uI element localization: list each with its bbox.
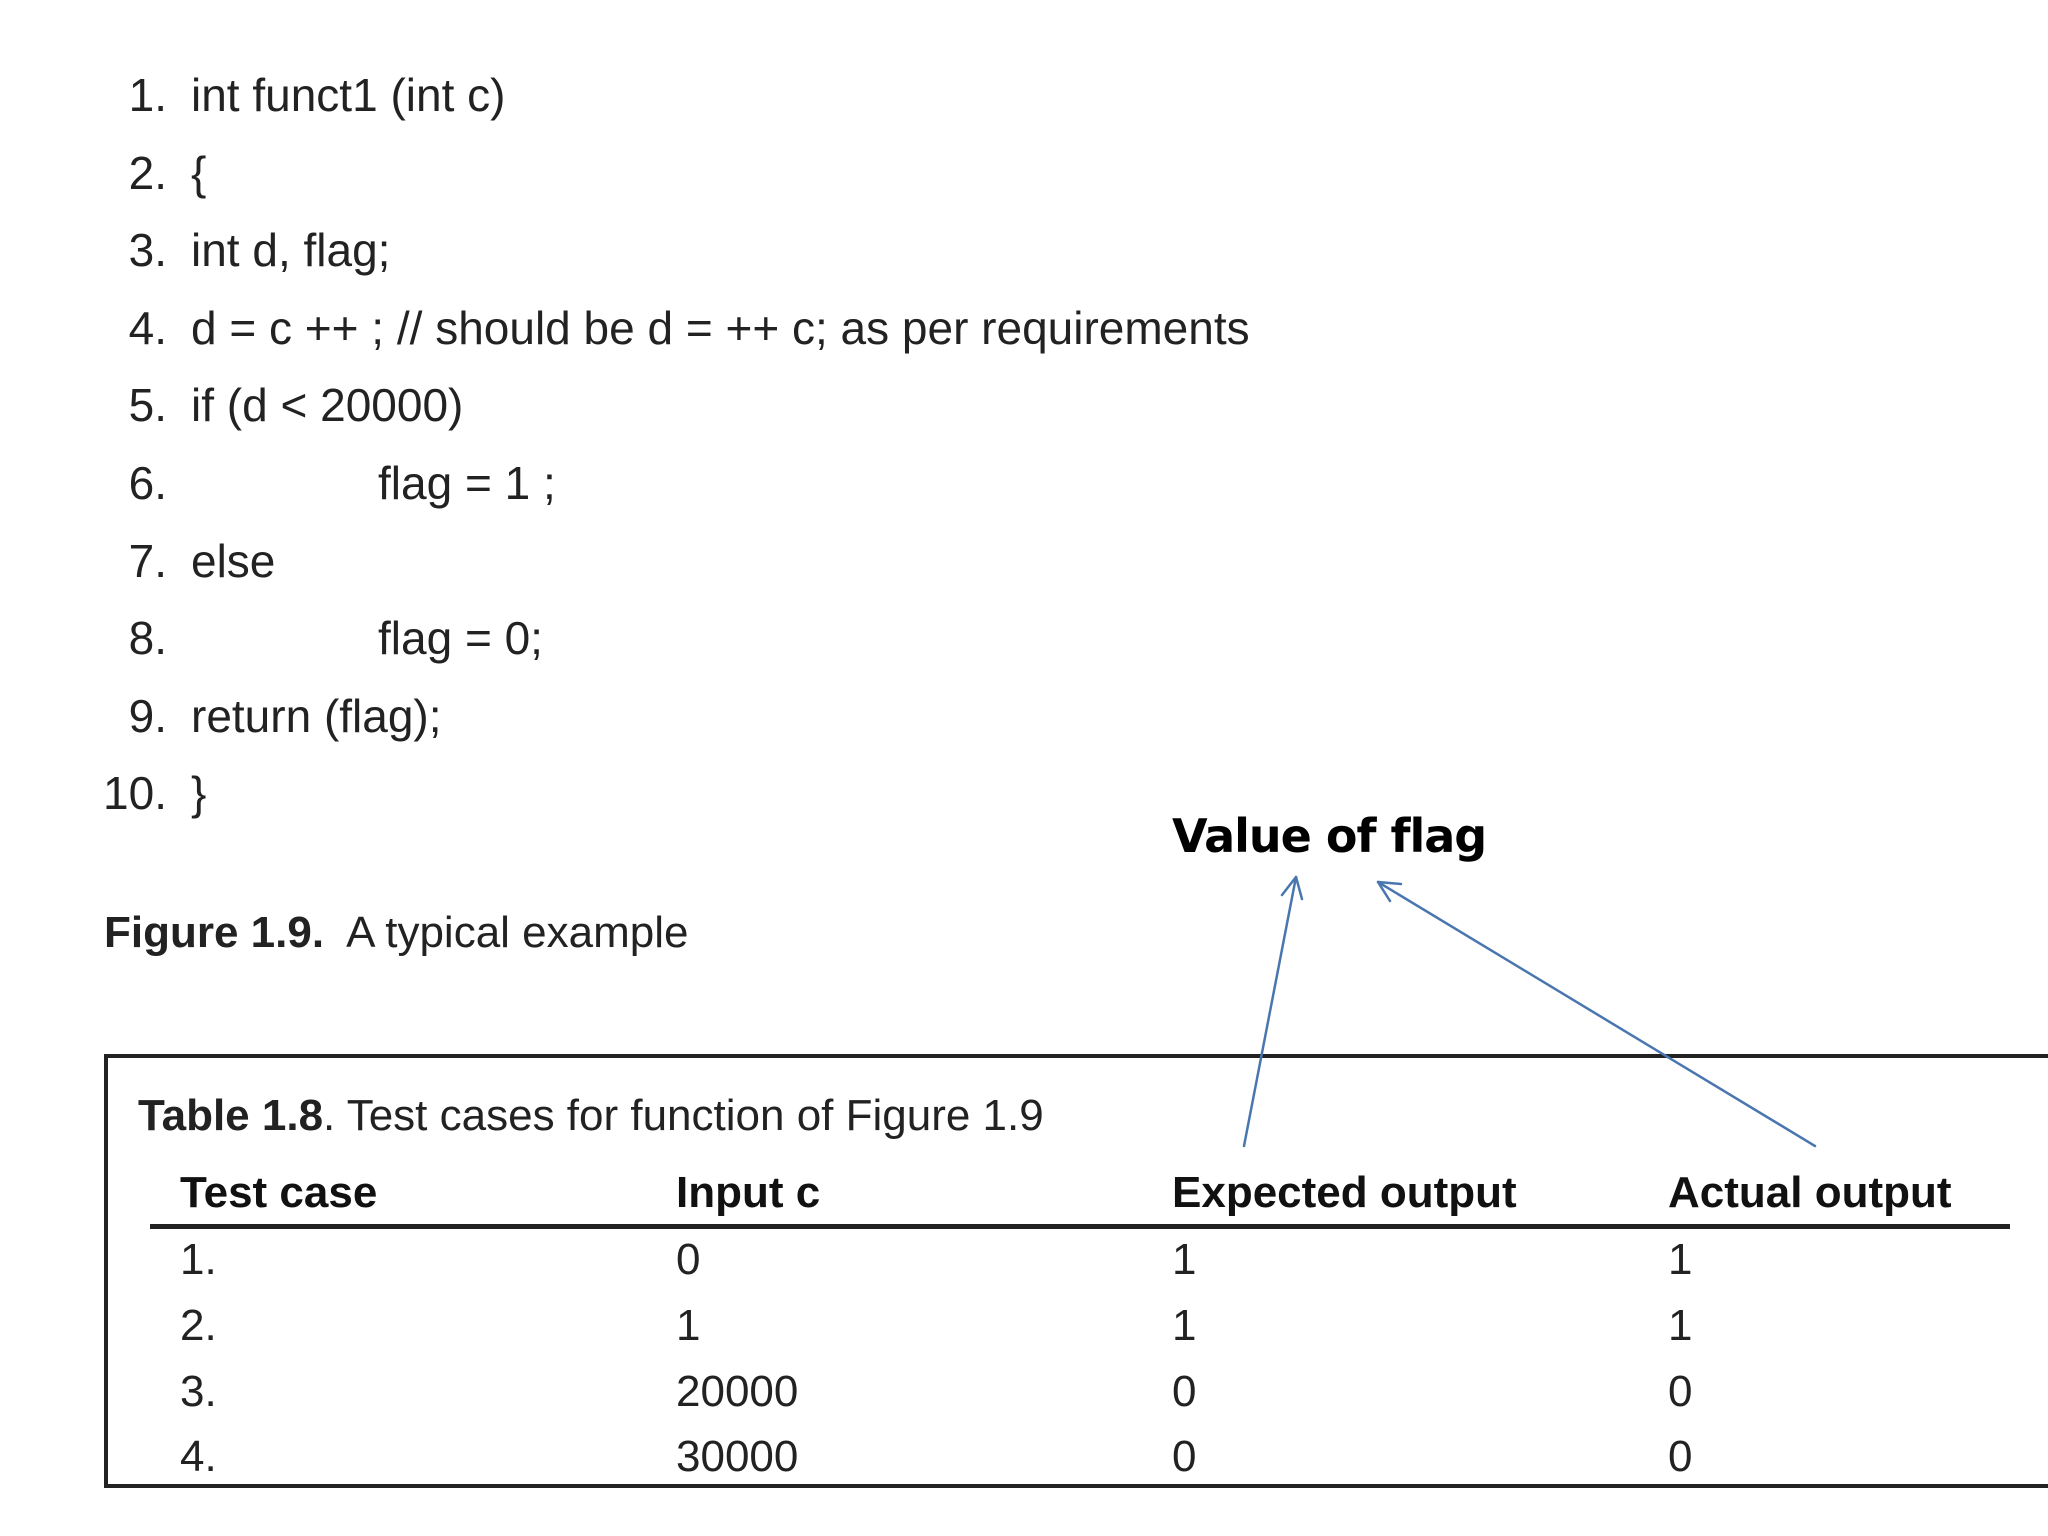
line-number: 4. xyxy=(128,301,167,354)
cell-actual-output: 1 xyxy=(1668,1235,1693,1284)
cell-expected-output: 1 xyxy=(1172,1301,1197,1350)
line-number: 9. xyxy=(128,689,167,742)
header-test-case: Test case xyxy=(180,1168,378,1217)
cell-input-c: 0 xyxy=(676,1235,701,1284)
cell-input-c: 30000 xyxy=(676,1432,799,1481)
arrow-head-expected xyxy=(1280,875,1304,901)
table-row: 2. 1 1 1 xyxy=(150,1295,2010,1357)
line-number: 7. xyxy=(128,534,167,587)
code-line: 2. { xyxy=(0,144,1500,222)
figure-caption: Figure 1.9. A typical example xyxy=(104,905,688,961)
code-text: flag = 1 ; xyxy=(378,456,556,509)
annotation-label: Value of flag xyxy=(1172,809,1487,863)
line-number: 8. xyxy=(128,612,167,665)
code-text: if (d < 20000) xyxy=(191,379,464,432)
code-text: } xyxy=(191,767,207,820)
cell-actual-output: 1 xyxy=(1668,1301,1693,1350)
cell-expected-output: 0 xyxy=(1172,1367,1197,1416)
cell-test-case: 4. xyxy=(180,1432,217,1481)
code-text: else xyxy=(191,534,276,587)
cell-expected-output: 0 xyxy=(1172,1432,1197,1481)
code-line: 6. flag = 1 ; xyxy=(0,454,1500,532)
cell-actual-output: 0 xyxy=(1668,1432,1693,1481)
code-text: return (flag); xyxy=(191,689,442,742)
code-line: 10. } xyxy=(0,764,1500,842)
code-text: int funct1 (int c) xyxy=(191,69,506,121)
code-text: flag = 0; xyxy=(378,612,543,665)
code-text: int d, flag; xyxy=(191,224,391,277)
line-number: 1. xyxy=(128,69,167,121)
header-expected-output: Expected output xyxy=(1172,1168,1517,1217)
cell-actual-output: 0 xyxy=(1668,1367,1693,1416)
code-line: 4. d = c ++ ; // should be d = ++ c; as … xyxy=(0,299,1500,377)
table-row: 3. 20000 0 0 xyxy=(150,1361,2010,1423)
table-caption: Table 1.8. Test cases for function of Fi… xyxy=(138,1088,1044,1144)
figure-caption-label: Figure 1.9. xyxy=(104,908,325,957)
table-header-row: Test case Input c Expected output Actual… xyxy=(150,1162,2010,1229)
line-number: 2. xyxy=(128,146,167,199)
code-line: 8. flag = 0; xyxy=(0,609,1500,687)
test-case-table: Table 1.8. Test cases for function of Fi… xyxy=(104,1054,2048,1488)
line-number: 10. xyxy=(103,767,167,820)
cell-test-case: 1. xyxy=(180,1235,217,1284)
code-line: 3. int d, flag; xyxy=(0,221,1500,299)
cell-expected-output: 1 xyxy=(1172,1235,1197,1284)
header-actual-output: Actual output xyxy=(1668,1168,1952,1217)
line-number: 5. xyxy=(128,379,167,432)
line-number: 6. xyxy=(128,456,167,509)
table-caption-label: Table 1.8 xyxy=(138,1091,324,1140)
line-number: 3. xyxy=(128,224,167,277)
code-line: 5. if (d < 20000) xyxy=(0,376,1500,454)
code-listing: 1. int funct1 (int c) 2. { 3. int d, fla… xyxy=(0,66,1500,842)
code-line: 9. return (flag); xyxy=(0,687,1500,765)
header-input-c: Input c xyxy=(676,1168,821,1217)
table-caption-text: . Test cases for function of Figure 1.9 xyxy=(323,1091,1044,1140)
arrow-head-actual xyxy=(1376,880,1403,903)
code-line: 1. int funct1 (int c) xyxy=(0,66,1500,144)
code-line: 7. else xyxy=(0,532,1500,610)
figure-caption-text: A typical example xyxy=(346,908,689,957)
cell-test-case: 2. xyxy=(180,1301,217,1350)
cell-test-case: 3. xyxy=(180,1367,217,1416)
table-row: 1. 0 1 1 xyxy=(150,1229,2010,1291)
table-row: 4. 30000 0 0 xyxy=(150,1426,2010,1488)
cell-input-c: 20000 xyxy=(676,1367,799,1416)
cell-input-c: 1 xyxy=(676,1301,701,1350)
code-text: d = c ++ ; // should be d = ++ c; as per… xyxy=(191,301,1250,354)
code-text: { xyxy=(191,146,207,199)
